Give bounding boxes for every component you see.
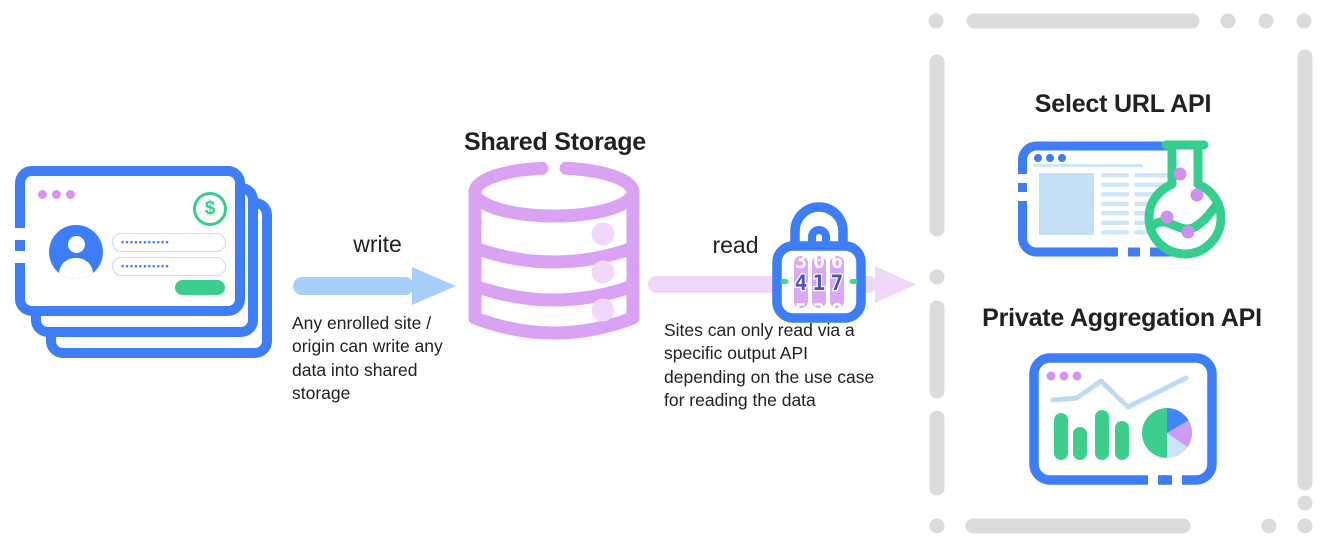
select-url-api-icon [1018,140,1226,259]
select-url-api-title: Select URL API [1034,90,1212,118]
dollar-icon: $ [193,192,227,226]
combination-lock-icon: 3 0 6 5 2 8 4 1 7 [772,202,866,323]
password-dots: ••••••••••• [121,237,170,247]
dial-top-digit: 3 [795,249,807,273]
dial-bottom-digit: 2 [813,299,825,323]
border-gap [14,228,26,240]
line-chart-icon [1050,375,1189,410]
avatar-head [67,236,85,253]
dial-bottom-digit: 5 [795,299,807,323]
browser-icon [1018,141,1187,258]
login-button [175,280,225,295]
database-icon [468,161,640,342]
dial-digit: 7 [831,271,844,295]
window-control-dot [65,189,75,199]
dial-digit: 1 [813,271,826,295]
password-field-1: ••••••••••• [112,233,226,252]
window-control-dot [37,189,47,199]
write-caption: Any enrolled site / origin can write any… [292,313,443,403]
private-aggregation-api-icon [1029,353,1217,486]
private-aggregation-api-title: Private Aggregation API [982,304,1262,332]
avatar-body [59,258,93,279]
avatar-icon [49,225,103,279]
dial-top-digit: 6 [831,249,843,273]
write-label: write [353,231,402,257]
dial-bottom-digit: 8 [831,299,843,323]
read-label: read [712,232,759,258]
dial-top-digit: 0 [813,249,825,273]
currency-symbol: $ [204,198,216,219]
shared-storage-title: Shared Storage [464,128,646,156]
bar-chart-icon [1054,410,1129,460]
border-gap [14,251,26,263]
password-field-2: ••••••••••• [112,257,226,276]
flask-icon [1144,140,1226,259]
window-control-dot [51,189,61,199]
write-arrow-icon [293,267,456,305]
pie-chart-icon [1141,407,1193,458]
border-dot [15,240,25,251]
password-dots: ••••••••••• [121,261,170,271]
read-caption: Sites can only read via a specific outpu… [664,320,875,410]
dial-digit: 4 [795,271,808,295]
